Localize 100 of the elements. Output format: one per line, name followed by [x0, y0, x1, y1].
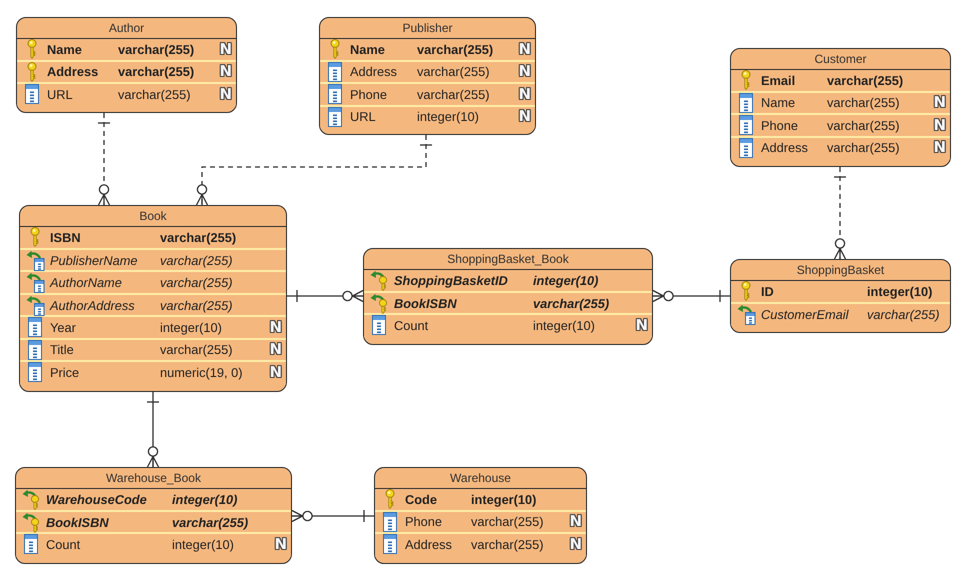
nullable-label: N: [933, 94, 946, 112]
data-type: integer(10): [533, 318, 596, 333]
column-row: [375, 512, 586, 534]
entity-table: [374, 467, 587, 564]
column-name: Address: [47, 64, 100, 80]
column-name: Address: [761, 140, 809, 156]
column-row: [17, 62, 236, 84]
relationship-line: [196, 135, 433, 206]
nullable-label: N: [219, 63, 232, 80]
data-type: varchar(255): [118, 42, 196, 57]
column-row: [20, 362, 286, 384]
column-row: [20, 250, 286, 272]
data-type: varchar(255): [417, 86, 491, 102]
nullable-label: N: [518, 108, 531, 126]
column-name: Year: [50, 320, 77, 335]
nullable-label: N: [219, 40, 232, 58]
column-row: [364, 270, 652, 292]
data-type: varchar(255): [533, 296, 610, 310]
data-type: integer(10): [160, 320, 223, 335]
column-name: Address: [405, 536, 453, 552]
column-row: [320, 39, 535, 62]
data-type: varchar(255): [160, 342, 234, 358]
entity-table: [363, 248, 653, 345]
column-row: [16, 489, 291, 512]
column-row: [320, 106, 535, 129]
column-row: [731, 92, 950, 115]
data-type: varchar(255): [118, 64, 196, 80]
nullable-label: N: [269, 318, 282, 336]
entity-table: [15, 467, 292, 564]
column-name: Title: [50, 342, 75, 358]
data-type: integer(10): [172, 536, 235, 552]
data-type: varchar(255): [417, 42, 494, 57]
column-name: AuthorAddress: [50, 298, 136, 312]
column-row: [16, 512, 291, 534]
data-type: varchar(255): [827, 140, 901, 156]
data-type: varchar(255): [867, 306, 941, 322]
data-type: varchar(255): [471, 536, 545, 552]
data-type: varchar(255): [417, 64, 491, 80]
column-name: Count: [394, 318, 430, 333]
column-row: [731, 281, 950, 304]
column-row: [375, 534, 586, 556]
data-type: varchar(255): [160, 252, 234, 268]
column-row: [20, 227, 286, 250]
column-name: Address: [350, 64, 398, 80]
column-name: BookISBN: [46, 514, 110, 530]
nullable-label: N: [269, 364, 282, 381]
data-type: integer(10): [172, 492, 238, 507]
nullable-label: N: [274, 536, 287, 553]
column-name: URL: [47, 86, 74, 102]
column-row: [731, 138, 950, 160]
column-name: Name: [47, 42, 83, 57]
data-type: varchar(255): [160, 275, 234, 290]
column-row: [364, 292, 652, 315]
nullable-label: N: [933, 139, 946, 156]
nullable-label: N: [635, 316, 648, 334]
column-name: Email: [761, 72, 796, 88]
nullable-label: N: [518, 63, 531, 80]
entity-table: [319, 17, 536, 135]
data-type: varchar(255): [827, 72, 904, 88]
data-type: numeric(19, 0): [160, 364, 244, 380]
nullable-label: N: [569, 536, 582, 553]
relationship-line: [652, 289, 730, 303]
column-row: [17, 84, 236, 106]
relationship-line: [146, 392, 160, 468]
column-name: CustomerEmail: [761, 306, 850, 322]
column-row: [20, 294, 286, 317]
column-name: AuthorName: [50, 275, 123, 290]
column-row: [364, 315, 652, 338]
relationship-line: [97, 113, 111, 206]
entity-table: [730, 48, 951, 167]
relationship-line: [291, 509, 374, 523]
data-type: varchar(255): [160, 230, 238, 245]
column-row: [320, 62, 535, 84]
column-name: Count: [46, 536, 82, 552]
column-row: [731, 304, 950, 326]
column-name: Code: [405, 492, 438, 507]
column-row: [731, 115, 950, 138]
column-name: ISBN: [50, 230, 82, 245]
nullable-label: N: [269, 341, 282, 358]
column-name: BookISBN: [394, 296, 458, 310]
column-row: [17, 39, 236, 62]
data-type: varchar(255): [118, 86, 192, 102]
column-name: WarehouseCode: [46, 492, 148, 507]
column-row: [16, 534, 291, 556]
relationship-line: [833, 167, 847, 260]
column-name: Name: [350, 42, 386, 57]
data-type: varchar(255): [827, 118, 901, 133]
column-row: [20, 340, 286, 362]
entity-table: [730, 259, 951, 333]
column-name: ID: [761, 284, 775, 299]
column-name: URL: [350, 109, 377, 124]
nullable-label: N: [569, 513, 582, 530]
column-row: [731, 70, 950, 92]
column-name: PublisherName: [50, 252, 138, 268]
column-row: [375, 489, 586, 512]
nullable-label: N: [219, 86, 232, 103]
relationship-line: [287, 289, 364, 303]
nullable-label: N: [518, 40, 531, 58]
nullable-label: N: [933, 116, 946, 134]
column-row: [20, 317, 286, 340]
